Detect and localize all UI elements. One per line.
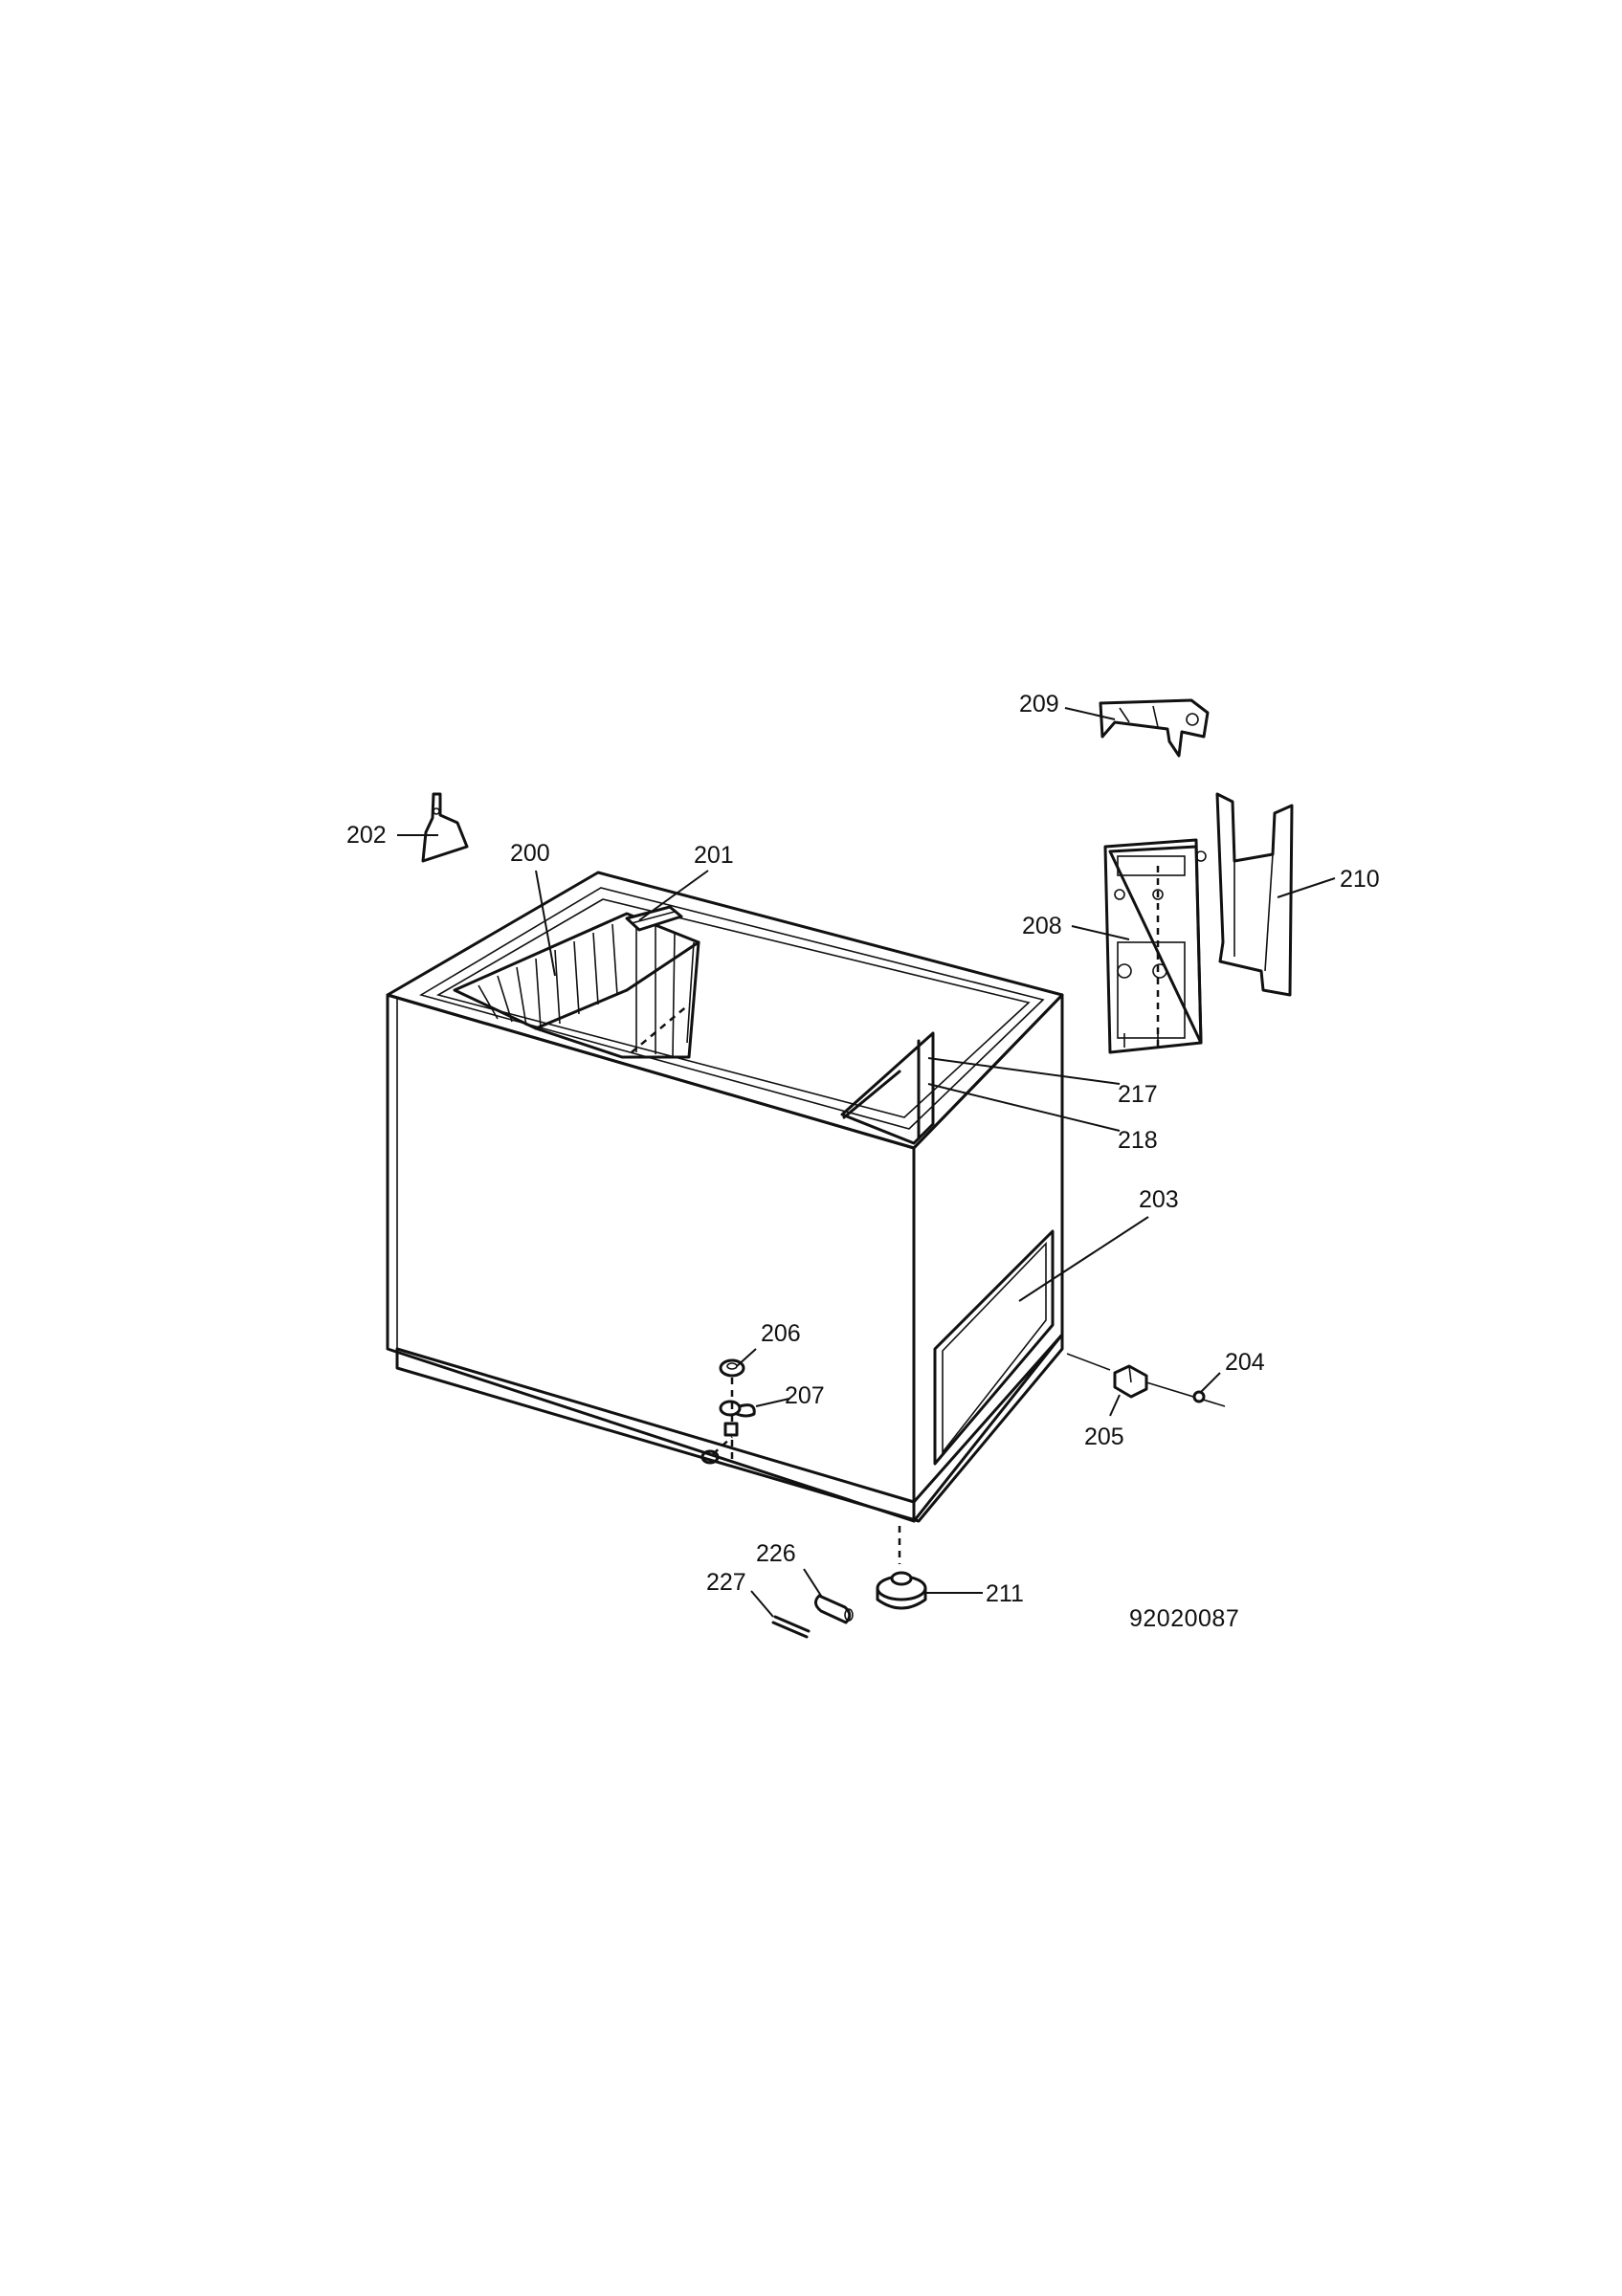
basket-200	[453, 912, 700, 1059]
washer-207	[719, 1400, 756, 1418]
callout-200: 200	[510, 840, 550, 867]
cover-profile-210	[1215, 792, 1294, 997]
callout-202: 202	[346, 822, 387, 849]
leader-lines	[397, 707, 1336, 1618]
callout-226: 226	[756, 1540, 796, 1567]
divider-217-218	[840, 1031, 935, 1145]
callout-labels: 202 200 201 209 208 210 217 218 203 206 …	[346, 691, 1380, 1607]
callout-227: 227	[706, 1569, 746, 1596]
callout-210: 210	[1340, 866, 1380, 893]
callout-207: 207	[785, 1382, 825, 1409]
cover-209	[1099, 698, 1210, 758]
callout-218: 218	[1118, 1127, 1158, 1154]
hinge-assembly-208	[1103, 838, 1207, 1054]
mounting-hole	[700, 1449, 720, 1465]
callout-203: 203	[1139, 1186, 1179, 1213]
callout-206: 206	[761, 1320, 801, 1347]
callout-217: 217	[1118, 1081, 1158, 1108]
callout-201: 201	[694, 842, 734, 869]
nut	[723, 1422, 739, 1437]
callout-211: 211	[986, 1580, 1024, 1607]
callout-204: 204	[1225, 1349, 1265, 1376]
cabinet-body	[386, 871, 1064, 1523]
screw-204	[1192, 1390, 1206, 1403]
sleeve-226	[814, 1594, 854, 1624]
stop-205	[1113, 1364, 1148, 1399]
side-panel-203	[933, 1229, 1055, 1466]
hinge-bracket-202	[421, 792, 469, 863]
handle-201	[625, 905, 683, 932]
drawing-number: 92020087	[1129, 1605, 1239, 1632]
pin-227	[771, 1615, 811, 1639]
foot-211	[876, 1571, 927, 1610]
callout-209: 209	[1019, 691, 1059, 718]
callout-205: 205	[1084, 1424, 1124, 1450]
callout-208: 208	[1022, 913, 1062, 939]
